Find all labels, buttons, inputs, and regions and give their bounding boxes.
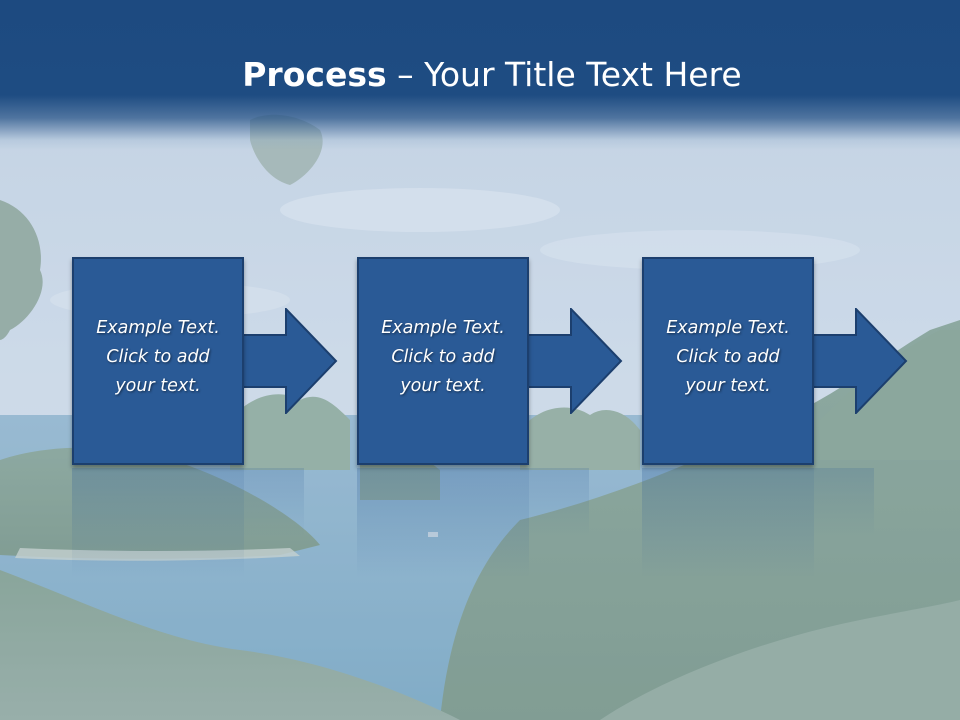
slide-title-bold: Process (242, 55, 387, 94)
step-2-text[interactable]: Example Text. Click to add your text. (381, 318, 505, 396)
step-3-arrow (810, 308, 908, 414)
slide-title[interactable]: Process – Your Title Text Here (0, 52, 960, 98)
step-2-arrow-reflection (529, 468, 589, 538)
slide-title-rest: – Your Title Text Here (386, 55, 742, 94)
step-1-box[interactable]: Example Text. Click to add your text. (72, 257, 244, 465)
step-2-arrow (525, 308, 623, 414)
step-2-box[interactable]: Example Text. Click to add your text. (357, 257, 529, 465)
step-1-arrow (240, 308, 338, 414)
step-1-reflection (72, 468, 244, 578)
step-1-text[interactable]: Example Text. Click to add your text. (96, 318, 220, 396)
title-bar (0, 0, 960, 150)
step-3-arrow-reflection (814, 468, 874, 538)
step-1-arrow-reflection (244, 468, 304, 538)
step-3-box[interactable]: Example Text. Click to add your text. (642, 257, 814, 465)
step-3-reflection (642, 468, 814, 578)
step-3-text[interactable]: Example Text. Click to add your text. (666, 318, 790, 396)
step-2-reflection (357, 468, 529, 578)
